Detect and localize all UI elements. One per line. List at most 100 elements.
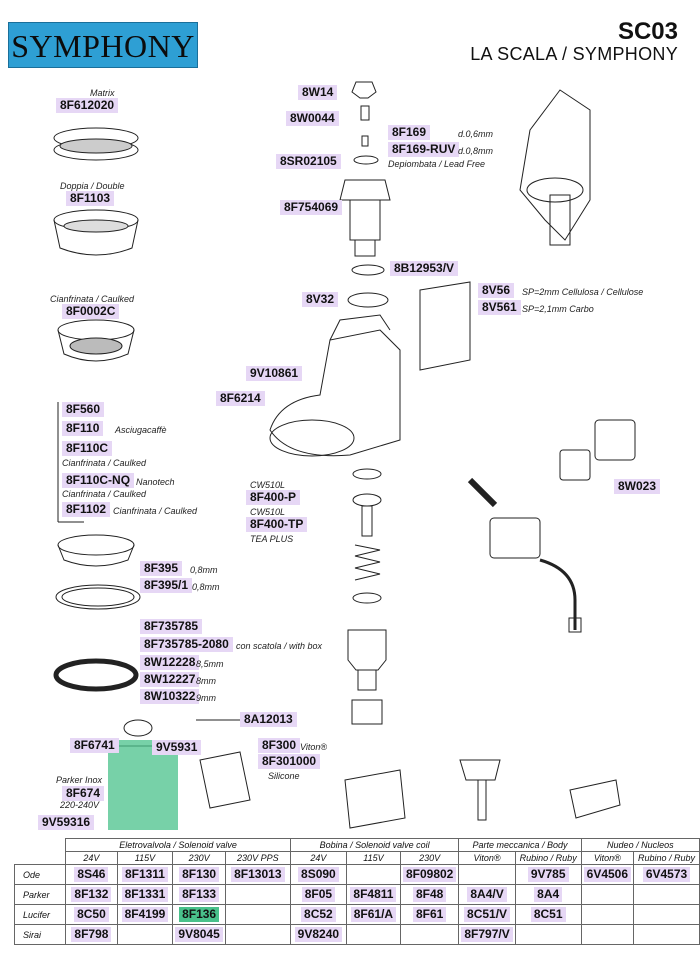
part-code-8W12227[interactable]: 8W12227 [140,672,200,687]
part-code-8F395-1[interactable]: 8F395/1 [140,578,193,593]
part-code-8F754069[interactable]: 8F754069 [280,200,343,215]
part-code-cell[interactable]: 8F132 [71,887,112,902]
part-code-cell[interactable]: 9V8045 [175,927,223,942]
part-code-8F735785[interactable]: 8F735785 [140,619,203,634]
model-subtitle: LA SCALA / SYMPHONY [470,44,678,64]
note-8V561: SP=2,1mm Carbo [522,304,594,314]
caulked-filter-drawing [57,319,135,341]
part-code-cell[interactable]: 8A4 [534,887,563,902]
part-code-8B12953-V[interactable]: 8B12953/V [390,261,459,276]
table-cell [580,884,635,905]
part-code-8F300[interactable]: 8F300 [258,738,301,753]
part-code-cell[interactable]: 8F798 [71,927,112,942]
part-code-9V10861[interactable]: 9V10861 [246,366,303,381]
part-code-cell[interactable]: 8F48 [412,887,447,902]
part-code-cell[interactable]: 8S090 [298,867,339,882]
part-code-cell[interactable]: 9V785 [527,867,569,882]
table-cell [633,924,700,945]
part-code-cell[interactable]: 8F61 [412,907,447,922]
part-code-8F400-P[interactable]: 8F400-P [246,490,301,505]
screw-drawing [351,81,377,99]
part-code-8F400-TP[interactable]: 8F400-TP [246,517,308,532]
part-code-8F1103[interactable]: 8F1103 [66,191,115,206]
part-code-8F560[interactable]: 8F560 [62,402,105,417]
table-cell: 8F798 [65,924,118,945]
table-cell [633,904,700,925]
part-code-9V59316[interactable]: 9V59316 [38,815,95,830]
part-code-cell[interactable]: 8F1311 [121,867,168,882]
note-8V56: SP=2mm Cellulosa / Cellulose [522,287,644,297]
part-code-cell[interactable]: 9V8240 [294,927,343,942]
part-code-9V5931[interactable]: 9V5931 [152,740,202,755]
table-cell: 9V785 [514,864,582,885]
group-body-drawing [269,329,401,457]
part-code-8F169-RUV[interactable]: 8F169-RUV [388,142,460,157]
part-code-cell[interactable]: 8C52 [301,907,336,922]
table-cell: 8F797/V [458,924,516,945]
table-cell [345,864,401,885]
part-code-cell[interactable]: 8F61/A [350,907,397,922]
note2-8F674: 220-240V [60,800,100,810]
part-code-8F169[interactable]: 8F169 [388,125,431,140]
part-code-cell[interactable]: 8C51 [530,907,566,922]
part-code-cell[interactable]: 8F09802 [402,867,457,882]
part-code-cell[interactable]: 6V4506 [583,867,632,882]
part-code-cell[interactable]: 8F797/V [461,927,513,942]
part-code-cell[interactable]: 8F136 [179,907,220,922]
matrix-note: Matrix [90,88,115,98]
table-cell: 8C52 [289,904,347,925]
subhead: 115V [116,851,174,865]
filter-basket-drawing [57,534,135,556]
part-code-cell[interactable]: 8C50 [74,907,109,922]
part-code-8W023[interactable]: 8W023 [614,479,661,494]
double-note: Doppia / Double [60,181,125,191]
part-code-8W10322[interactable]: 8W10322 [140,689,200,704]
part-code-cell[interactable]: 8F1331 [121,887,169,902]
coil-2-drawing [344,769,406,829]
part-code-8W14[interactable]: 8W14 [298,85,338,100]
part-code-8W12228[interactable]: 8W12228 [140,655,200,670]
part-code-8SR02105[interactable]: 8SR02105 [276,154,341,169]
part-code-8V561[interactable]: 8V561 [478,300,521,315]
part-code-8F674[interactable]: 8F674 [62,786,105,801]
part-code-cell[interactable]: 6V4573 [642,867,691,882]
part-code-cell[interactable]: 8F130 [179,867,220,882]
part-code-8A12013[interactable]: 8A12013 [240,712,297,727]
part-code-8W0044[interactable]: 8W0044 [286,111,339,126]
part-code-cell[interactable]: 8S46 [74,867,109,882]
group-gasket-drawing [53,658,139,692]
part-code-cell[interactable]: 8F05 [301,887,336,902]
brand-logo: SYMPHONY [8,22,198,68]
subhead: 230V [399,851,460,865]
part-code-cell[interactable]: 8F4811 [350,887,397,902]
part-code-cell[interactable]: 8F13013 [231,867,285,882]
shower-gasket-drawing [55,584,141,610]
valve-body-drawing [339,179,391,201]
part-code-8V32[interactable]: 8V32 [302,292,339,307]
table-cell: 6V4573 [633,864,700,885]
part-code-cell[interactable]: 8F4199 [121,907,169,922]
part-code-8F6214[interactable]: 8F6214 [216,391,265,406]
part-code-8F6741[interactable]: 8F6741 [70,738,119,753]
part-code-8F1102[interactable]: 8F1102 [62,502,111,517]
part-code-8F612020[interactable]: 8F612020 [56,98,119,113]
table-cell: 9V8240 [289,924,347,945]
part-code-8F301000[interactable]: 8F301000 [258,754,321,769]
group-header-solenoid-valve: Eletrovalvola / Solenoid valve [65,838,291,852]
part-code-8F735785-2080[interactable]: 8F735785-2080 [140,637,233,652]
part-code-8F0002C[interactable]: 8F0002C [62,304,120,319]
part-code-cell[interactable]: 8F133 [179,887,220,902]
part-code-8F110C[interactable]: 8F110C [62,441,113,456]
part-code-8F110[interactable]: 8F110 [62,421,104,436]
part-code-cell[interactable]: 8A4/V [467,887,507,902]
part-code-8F395[interactable]: 8F395 [140,561,183,576]
part-code-8V56[interactable]: 8V56 [478,283,515,298]
spring-drawing [354,544,381,581]
part-code-cell[interactable]: 8C51/V [464,907,511,922]
right-solenoid-drawing [594,419,636,461]
part-code-8F110C-NQ[interactable]: 8F110C-NQ [62,473,135,488]
row-label: Parker [13,884,67,905]
